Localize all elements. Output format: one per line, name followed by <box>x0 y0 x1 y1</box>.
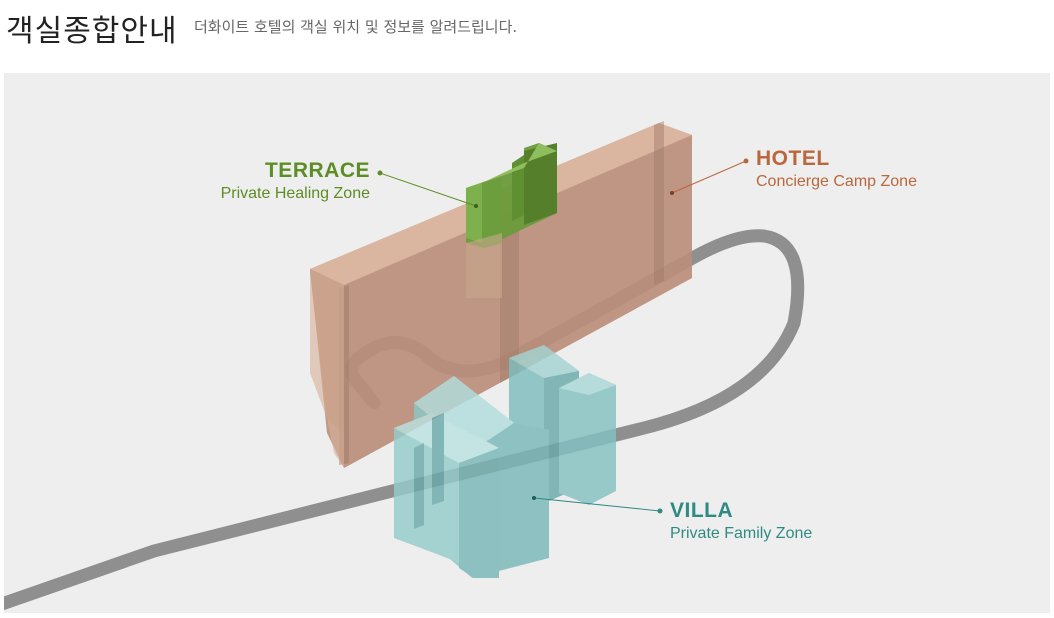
page-header: 객실종합안내 더화이트 호텔의 객실 위치 및 정보를 알려드립니다. <box>4 0 1044 60</box>
villa-leader-line <box>533 497 661 512</box>
villa-description: Private Family Zone <box>670 525 813 542</box>
terrace-leader-line <box>379 172 477 207</box>
hotel-description: Concierge Camp Zone <box>756 173 917 190</box>
leader-lines <box>377 158 749 514</box>
room-location-map: TERRACE Private Healing Zone HOTEL Conci… <box>4 73 1050 613</box>
terrace-description: Private Healing Zone <box>220 185 370 202</box>
hotel-name: HOTEL <box>756 147 830 170</box>
villa-zone-label[interactable]: VILLA Private Family Zone <box>670 499 812 543</box>
villa-building[interactable] <box>394 345 616 578</box>
hotel-zone-label[interactable]: HOTEL Concierge Camp Zone <box>756 147 917 191</box>
hotel-leader-line <box>671 160 747 194</box>
map-illustration <box>4 121 805 611</box>
villa-name: VILLA <box>670 499 734 522</box>
terrace-building[interactable] <box>466 143 557 298</box>
terrace-zone-label[interactable]: TERRACE Private Healing Zone <box>204 159 370 203</box>
terrace-name: TERRACE <box>264 159 370 182</box>
page-subtitle: 더화이트 호텔의 객실 위치 및 정보를 알려드립니다. <box>194 18 518 36</box>
page-title: 객실종합안내 <box>6 14 178 49</box>
